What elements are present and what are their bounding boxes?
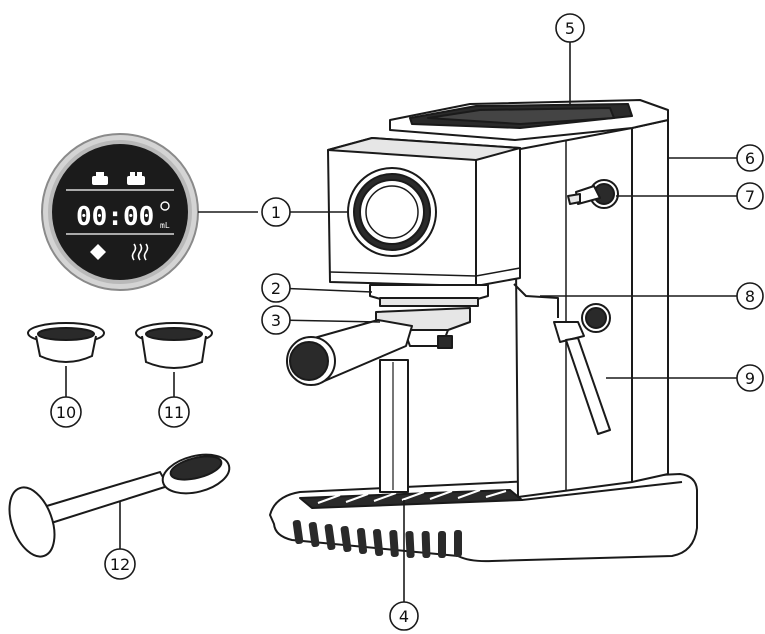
callout-badge: 1 [261, 197, 291, 227]
double-cup-icon [127, 172, 145, 185]
callout-label: 9 [745, 369, 755, 388]
hot-water-icon [90, 244, 106, 260]
callout-badge: 12 [104, 548, 136, 580]
drip-tray-grille [317, 489, 507, 504]
callout-label: 5 [565, 19, 575, 38]
steam-icon [131, 243, 149, 261]
callout-badge: 4 [389, 601, 419, 631]
callout-label: 3 [271, 311, 281, 330]
callout-label: 8 [745, 287, 755, 306]
group-head [369, 284, 489, 307]
front-control-dial [347, 167, 437, 257]
callout-badge: 7 [736, 182, 764, 210]
callout-label: 10 [56, 403, 76, 422]
drip-tray [269, 473, 698, 563]
callout-label: 4 [399, 607, 409, 626]
callout-badge: 8 [736, 282, 764, 310]
side-button [581, 303, 611, 333]
callout-badge: 6 [736, 144, 764, 172]
callout-badge: 3 [261, 305, 291, 335]
callout-badge: 5 [555, 13, 585, 43]
callout-badge: 2 [261, 273, 291, 303]
drip-tray-vents [292, 519, 462, 559]
callout-label: 6 [745, 149, 755, 168]
steam-knob [567, 179, 619, 209]
callout-label: 11 [164, 403, 184, 422]
display-panel-closeup: 00:00 mL [41, 133, 199, 291]
callout-label: 12 [110, 555, 130, 574]
callout-label: 1 [271, 203, 281, 222]
callout-badge: 11 [158, 396, 190, 428]
support-pillar [379, 359, 409, 493]
steam-wand [513, 283, 611, 435]
callout-label: 7 [745, 187, 755, 206]
power-icon [160, 201, 170, 211]
water-tank-lid [389, 99, 669, 141]
callout-badge: 9 [736, 364, 764, 392]
single-cup-icon [92, 172, 108, 185]
display-time-readout: 00:00 [76, 202, 154, 232]
tamper-scoop [8, 453, 231, 558]
callout-badge: 10 [50, 396, 82, 428]
display-unit-label: mL [160, 221, 170, 230]
double-filter-basket [135, 322, 213, 369]
portafilter [286, 307, 471, 386]
espresso-machine [269, 99, 698, 563]
single-filter-basket [27, 322, 105, 363]
callout-label: 2 [271, 279, 281, 298]
